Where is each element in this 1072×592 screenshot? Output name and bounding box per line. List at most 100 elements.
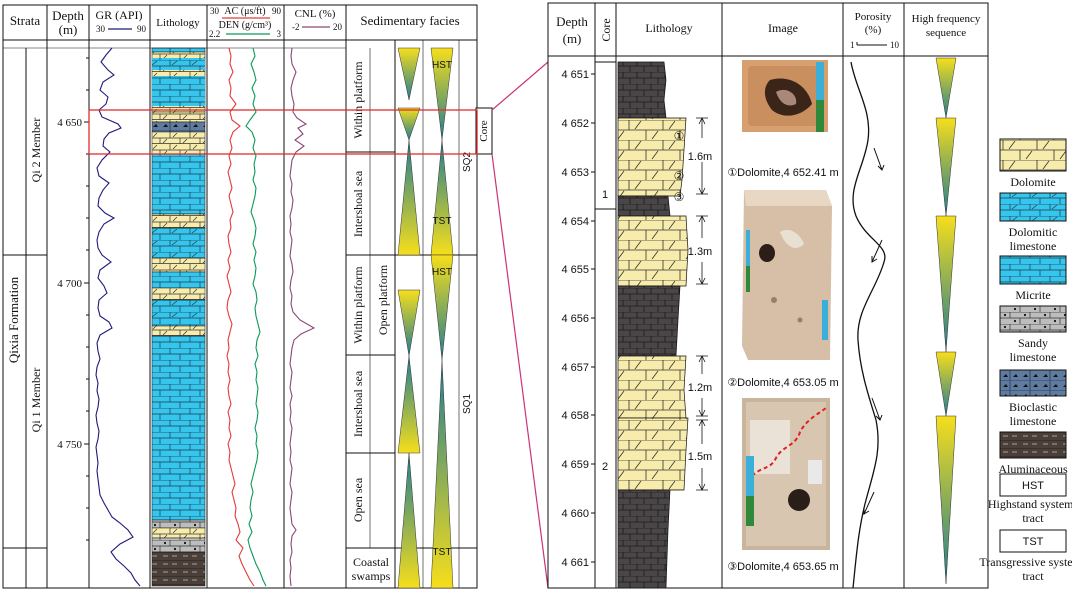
marker-2: ②: [674, 169, 685, 183]
left-depth-ticks: 4 650 4 700 4 750: [57, 57, 89, 541]
core-label: Core: [478, 120, 490, 142]
right-depth-tick: 4 652: [561, 118, 589, 130]
subfacies-label: Open sea: [351, 477, 365, 522]
legend-swatch-tst: [999, 529, 1067, 553]
subfacies-label: Intershoal sea: [351, 170, 365, 237]
photo-caption-3: ③Dolomite,4 653.65 m: [727, 561, 838, 573]
facies-triangles: [397, 47, 454, 589]
subfacies-label: Within platform: [351, 61, 365, 139]
right-lithology-column: [617, 61, 689, 589]
thickness-label: 1.5m: [688, 451, 712, 463]
core-header: Core: [599, 18, 613, 41]
right-depth-unit: (m): [563, 31, 582, 46]
ac-curve: [226, 47, 255, 587]
right-depth-tick: 4 656: [561, 313, 589, 325]
porosity-max: 10: [890, 40, 900, 50]
core-photo-1: [742, 60, 828, 132]
connector-line: [491, 153, 549, 589]
legend-label: Micrite: [1015, 288, 1050, 302]
thickness-label: 1.2m: [688, 382, 712, 394]
right-lithology-header: Lithology: [645, 21, 692, 35]
strata-header: Strata: [10, 13, 41, 28]
hfs-header: High frequency: [912, 13, 981, 25]
right-depth-header: Depth: [556, 14, 588, 29]
left-panel: Strata Depth (m) GR (API) 30 90 Litholog…: [2, 4, 493, 589]
ac-max: 90: [272, 6, 282, 16]
left-depth-tick: 4 750: [57, 439, 82, 451]
sequence-label-sq1: SQ1: [462, 394, 473, 414]
den-curve: [245, 47, 267, 587]
right-depth-ticks: 4 651 4 652 4 653 4 654 4 655 4 656 4 65…: [561, 69, 595, 569]
legend-symbol: HST: [1022, 480, 1044, 492]
right-depth-tick: 4 654: [561, 216, 589, 228]
porosity-arrows: [863, 147, 885, 515]
right-depth-tick: 4 658: [561, 410, 589, 422]
right-depth-tick: 4 657: [561, 362, 589, 374]
marker-1: ①: [674, 129, 685, 143]
member-label-qi2: Qi 2 Member: [29, 118, 43, 183]
legend-swatch-micrite: [999, 255, 1067, 285]
gr-curve: [95, 47, 141, 587]
porosity-min: 1: [850, 40, 855, 50]
right-depth-tick: 4 653: [561, 167, 589, 179]
member-label-qi1: Qi 1 Member: [29, 368, 43, 433]
photo-caption-1: ①Dolomite,4 652.41 m: [727, 167, 838, 179]
tract-label: HST: [432, 60, 452, 71]
tract-label: TST: [433, 216, 452, 227]
left-depth-tick: 4 700: [57, 278, 82, 290]
lithology-column: [151, 47, 206, 587]
tract-label: TST: [433, 547, 452, 558]
cnl-header: CNL (%): [295, 8, 336, 20]
left-depth-tick: 4 650: [57, 117, 82, 129]
depth-header: Depth: [52, 8, 84, 23]
subfacies-label: Intershoal sea: [351, 370, 365, 437]
hfs-header-2: sequence: [926, 27, 966, 39]
porosity-curve: [850, 61, 886, 589]
thickness-label: 1.3m: [688, 246, 712, 258]
hfs-triangles: [935, 57, 957, 585]
cnl-max: 20: [333, 22, 343, 32]
core-number: 2: [602, 461, 608, 473]
right-depth-tick: 4 651: [561, 69, 589, 81]
legend-swatch-dolomitic-limestone: [999, 192, 1067, 222]
gr-max: 90: [137, 24, 147, 34]
core-number: 1: [602, 189, 608, 201]
marker-3: ③: [674, 190, 685, 204]
gr-header: GR (API): [96, 8, 143, 22]
lithology-header: Lithology: [156, 17, 200, 29]
thickness-markers: [696, 117, 708, 491]
core-photo-2: [742, 190, 832, 360]
photo-caption-2: ②Dolomite,4 653.05 m: [727, 377, 838, 389]
legend-swatch-sandy-limestone: [999, 305, 1067, 333]
legend-label: Dolomite: [1010, 175, 1055, 189]
den-header: DEN (g/cm³): [219, 20, 272, 31]
core-interval-highlight: [88, 109, 478, 155]
depth-unit: (m): [59, 22, 78, 37]
right-depth-tick: 4 660: [561, 508, 589, 520]
cnl-curve: [289, 47, 316, 587]
den-min: 2.2: [209, 29, 220, 39]
legend-swatch-hst: [999, 473, 1067, 497]
connector-line: [491, 61, 549, 111]
legend-swatch-aluminaceous-mudstone: [999, 431, 1067, 459]
right-depth-tick: 4 659: [561, 459, 589, 471]
right-depth-tick: 4 661: [561, 557, 589, 569]
image-header: Image: [768, 21, 798, 35]
core-photo-3: [742, 398, 830, 550]
cnl-min: -2: [292, 22, 300, 32]
gr-min: 30: [96, 24, 106, 34]
porosity-header: Porosity: [855, 11, 892, 23]
legend-swatch-dolomite: [999, 138, 1067, 172]
formation-label: Qixia Formation: [6, 276, 21, 363]
legend-swatch-bioclastic-limestone: [999, 369, 1067, 397]
facies-header: Sedimentary facies: [360, 13, 459, 28]
facies-label: Open platform: [376, 264, 390, 335]
